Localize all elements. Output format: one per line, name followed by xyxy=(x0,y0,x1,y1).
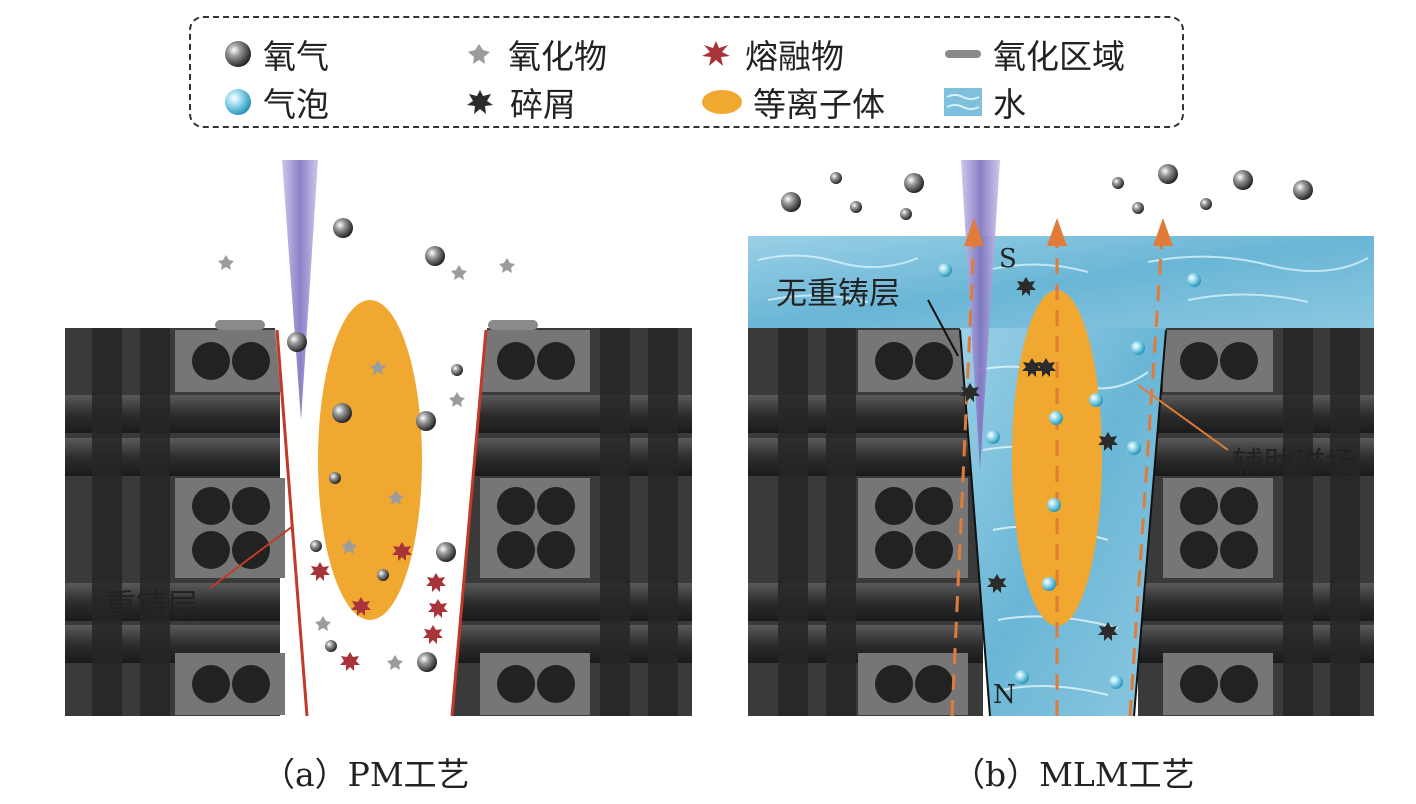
legend-label: 氧化区域 xyxy=(993,37,1125,76)
plasma-icon xyxy=(702,90,742,114)
left-recast-layer-line xyxy=(275,329,309,717)
legend-label: 氧气 xyxy=(263,37,329,76)
legend-label: 水 xyxy=(993,85,1026,124)
right-workpiece-block xyxy=(1138,328,1374,716)
pole-s-label: S xyxy=(999,244,1017,274)
oxide-region xyxy=(488,320,538,330)
oxygen-ball-icon xyxy=(225,41,251,67)
no-recast-layer-label: 无重铸层 xyxy=(776,276,900,312)
oxide-particle-icon xyxy=(468,44,490,64)
legend-item-oxide: 氧化物 xyxy=(466,30,607,78)
oxide-region xyxy=(215,320,265,330)
magnetic-field-lines xyxy=(950,239,1164,717)
panel-b-caption: （b）MLM工艺 xyxy=(952,755,1195,794)
recast-leader-line xyxy=(209,525,294,589)
legend-label: 等离子体 xyxy=(753,85,885,124)
pole-n-label: N xyxy=(993,680,1016,710)
right-workpiece-block xyxy=(450,328,692,716)
water-icon xyxy=(944,88,982,116)
molten-particle-icon xyxy=(702,41,730,66)
legend-item-water: 水 xyxy=(943,78,1026,126)
recast-layer-label: 重铸层 xyxy=(105,588,198,624)
legend-item-debris: 碎屑 xyxy=(466,78,576,126)
magnetic-leader-line xyxy=(1137,384,1229,451)
legend-label: 熔融物 xyxy=(745,37,844,76)
laser-beam xyxy=(282,160,318,420)
magnetic-field-label: 辅助磁场 xyxy=(1232,446,1356,482)
debris-icon xyxy=(467,90,493,114)
left-workpiece-block xyxy=(65,328,285,716)
legend-item-oxide-region: 氧化区域 xyxy=(943,30,1125,78)
right-recast-layer-line xyxy=(450,329,488,717)
plasma-plume xyxy=(318,300,422,620)
legend-item-molten: 熔融物 xyxy=(701,30,844,78)
legend: 氧气 氧化物 熔融物 氧化区域 气泡 碎屑 等离子体 水 xyxy=(189,16,1184,128)
magnetic-field-arrowheads xyxy=(964,218,1173,246)
legend-label: 气泡 xyxy=(263,85,329,124)
left-workpiece-block xyxy=(748,328,983,716)
no-recast-leader-line xyxy=(927,299,959,357)
legend-item-bubble: 气泡 xyxy=(223,78,329,126)
legend-label: 碎屑 xyxy=(510,85,576,124)
panel-b-diagram xyxy=(748,160,1374,717)
legend-item-plasma: 等离子体 xyxy=(701,78,885,126)
panel-a-diagram xyxy=(65,160,692,717)
legend-label: 氧化物 xyxy=(508,37,607,76)
panel-a-caption: （a）PM工艺 xyxy=(262,755,470,794)
legend-item-oxygen: 氧气 xyxy=(223,30,329,78)
bubble-icon xyxy=(225,89,251,115)
oxide-region-icon xyxy=(945,50,981,58)
oxygen-particles xyxy=(781,164,1313,220)
